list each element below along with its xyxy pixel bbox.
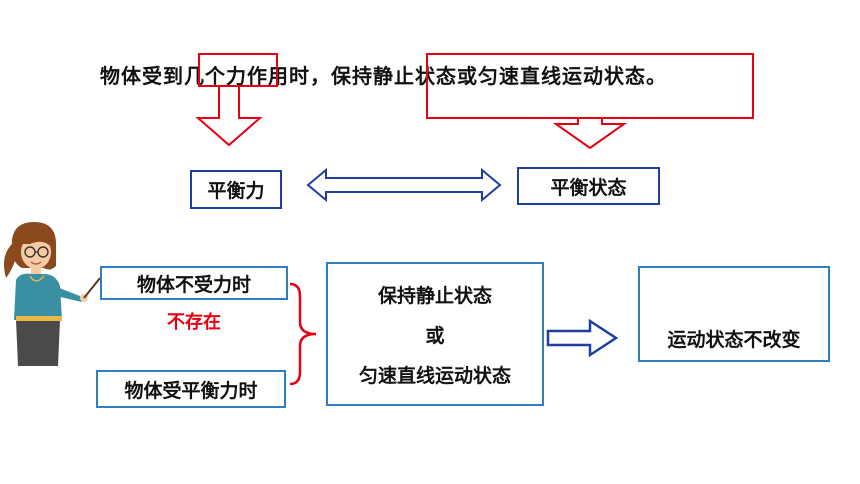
sentence-part-5: 。 bbox=[646, 64, 667, 88]
balance-state-box: 平衡状态 bbox=[517, 167, 660, 205]
down-arrow-right-icon bbox=[552, 117, 628, 150]
brace-icon bbox=[289, 282, 317, 386]
sentence-part-2: 几个力 bbox=[184, 64, 247, 88]
result-line-1: 保持静止状态 bbox=[377, 284, 492, 307]
no-force-part-b: 不受力 bbox=[174, 273, 232, 296]
double-arrow-icon bbox=[306, 167, 502, 203]
not-exist-label: 不存在 bbox=[167, 312, 221, 333]
balanced-force-case-box: 物体受平衡力时 bbox=[96, 370, 286, 408]
motion-unchanged-label: 运动状态不改变 bbox=[667, 329, 801, 351]
no-force-part-c: 时 bbox=[232, 273, 252, 296]
sentence-part-1: 物体受到 bbox=[100, 64, 184, 88]
right-arrow-icon bbox=[546, 318, 619, 358]
motion-unchanged-box: 运动状态不改变 bbox=[638, 266, 830, 362]
balance-force-box: 平衡力 bbox=[190, 170, 282, 209]
highlight-box-forces bbox=[198, 53, 278, 87]
result-line-3: 匀速直线运动状态 bbox=[358, 364, 511, 387]
result-box: 保持静止状态 或 匀速直线运动状态 bbox=[326, 262, 544, 406]
balanced-force-case-label: 物体受平衡力时 bbox=[124, 379, 258, 402]
sentence-part-4: 静止状态或匀速直线运动状态 bbox=[373, 64, 646, 88]
teacher-illustration bbox=[4, 222, 101, 366]
result-line-2: 或 bbox=[425, 324, 445, 347]
sentence-part-3: 作用时，保持 bbox=[247, 64, 373, 88]
definition-sentence: 物体受到几个力作用时，保持静止状态或匀速直线运动状态。 bbox=[100, 60, 667, 89]
no-force-case-box: 物体不受力时 bbox=[100, 266, 288, 300]
highlight-box-states bbox=[426, 53, 754, 119]
balance-force-label: 平衡力 bbox=[207, 180, 265, 202]
balance-state-label: 平衡状态 bbox=[550, 176, 627, 199]
no-force-part-a: 物体 bbox=[136, 273, 175, 296]
down-arrow-left-icon bbox=[195, 85, 263, 147]
